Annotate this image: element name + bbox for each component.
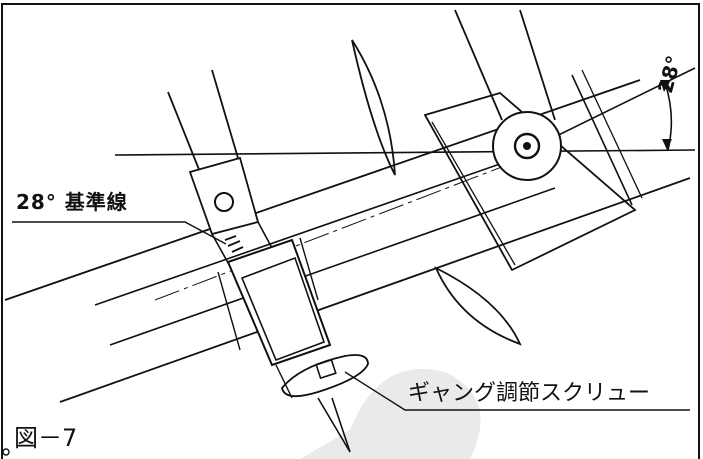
clevis-block [188,156,260,236]
screw-tip [317,397,351,453]
shaft-center-line [154,159,521,301]
horizontal-reference-line [114,149,696,156]
shaft-inner-upper [94,149,541,306]
bracket-plate [423,91,637,272]
hub-arm-right [519,9,556,121]
screw-nut [315,358,337,380]
screw-leader-line [344,371,690,411]
link-right [257,221,273,249]
hub-bolt [513,132,541,160]
angle-arrow-top [660,80,671,92]
figure-label: 図－7 [14,424,78,452]
disc-blade-upper [351,39,396,176]
bracket-plate-edge [431,121,516,266]
left-arm-inner [211,69,239,159]
bearing-flange-left [217,271,241,351]
left-arm-outer [167,91,201,173]
frame-border [1,3,700,459]
shaft-inner-lower [109,187,556,346]
bearing-flange-right [299,237,319,301]
disc-blade-upper-back [571,74,633,206]
disc-blade-upper-back2 [581,69,643,199]
bearing-housing [226,238,332,367]
clevis-pin [214,192,234,212]
hub-arm-left [454,9,503,121]
angle-arrow-bottom [662,139,672,150]
link-hatching [224,235,244,253]
figure-bullet [2,448,10,456]
screw-label: ギャング調節スクリュー [408,381,651,406]
reference-line-label: 28° 基準線 [16,190,128,214]
disc-blade-lower [434,266,522,346]
bearing-housing-front [240,256,326,362]
shaft-lower-edge [59,177,691,403]
hub-bolt-center [523,142,531,150]
reference-leader-line [12,221,227,245]
screw-shaft-left [275,364,293,399]
